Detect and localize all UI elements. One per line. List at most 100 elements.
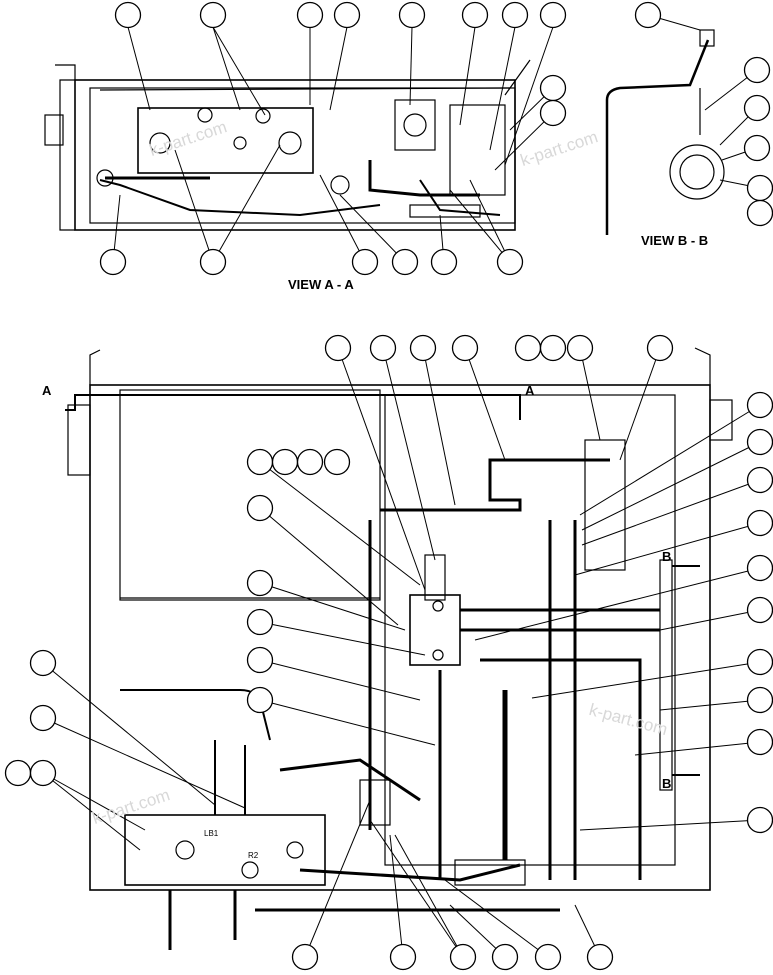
callout-balloon-14 — [391, 248, 419, 276]
leader-line-5 — [329, 26, 348, 111]
main-manifold-port-3 — [286, 841, 304, 859]
leader-line-47 — [42, 662, 216, 806]
main-lower-manifold — [124, 814, 326, 886]
callout-balloon-16 — [496, 248, 524, 276]
section-a-line — [65, 394, 521, 420]
leader-line-48 — [42, 717, 246, 809]
leader-line-51 — [304, 799, 371, 958]
view-a-inner-frame — [89, 87, 516, 224]
callout-balloon-44 — [746, 554, 773, 582]
leader-line-1 — [127, 26, 151, 111]
leader-line-9 — [504, 26, 554, 166]
main-right-panel — [384, 394, 676, 866]
leader-line-56 — [444, 879, 549, 958]
callout-balloon-19 — [743, 94, 771, 122]
leader-line-44 — [659, 699, 761, 711]
leader-line-37 — [579, 404, 761, 516]
callout-balloon-46 — [746, 648, 773, 676]
leader-line-31 — [259, 461, 421, 586]
callout-balloon-28 — [539, 334, 567, 362]
section-a-left-letter: A — [42, 383, 52, 398]
callout-balloon-24 — [369, 334, 397, 362]
leader-line-15 — [319, 174, 366, 263]
view-a-harness — [99, 179, 381, 217]
leader-line-41 — [474, 567, 761, 641]
leader-line-42 — [659, 609, 761, 631]
main-tube-lower — [279, 758, 421, 802]
callout-balloon-27 — [514, 334, 542, 362]
main-valve-port-a — [432, 600, 444, 612]
callout-balloon-1 — [114, 1, 142, 29]
callout-balloon-9 — [539, 74, 567, 102]
leader-line-32 — [259, 507, 399, 626]
leader-line-25 — [337, 347, 426, 591]
view-a-left-fitting — [44, 114, 64, 146]
main-tube-top — [380, 458, 610, 512]
leader-line-36 — [259, 699, 436, 746]
main-left-flange — [67, 404, 91, 476]
callout-balloon-4 — [333, 1, 361, 29]
callout-balloon-18 — [743, 56, 771, 84]
main-back-panel — [119, 389, 381, 601]
callout-balloon-11 — [99, 248, 127, 276]
leader-line-7 — [459, 26, 476, 126]
callout-balloon-3 — [296, 1, 324, 29]
leader-line-16 — [339, 194, 406, 263]
leader-line-39 — [581, 479, 761, 546]
callout-balloon-50 — [29, 649, 57, 677]
section-a-right-letter: A — [525, 383, 535, 398]
callout-balloon-15 — [430, 248, 458, 276]
view-b-gauge-outer — [669, 144, 725, 200]
leader-line-38 — [581, 441, 761, 531]
view-b-connector — [699, 29, 715, 47]
leader-line-26 — [382, 347, 436, 561]
leader-line-50 — [42, 772, 141, 851]
callout-balloon-43 — [746, 509, 773, 537]
view-a-port-1 — [149, 132, 171, 154]
leader-line-19 — [449, 189, 511, 263]
main-manifold-port-1 — [175, 840, 195, 860]
leader-line-29 — [579, 347, 601, 441]
leader-line-8 — [489, 26, 516, 151]
leader-line-13 — [212, 144, 281, 263]
view-a-tube-3 — [419, 179, 501, 216]
leader-line-18 — [469, 179, 511, 263]
callout-balloon-35 — [246, 494, 274, 522]
leader-line-30 — [619, 347, 661, 461]
main-valve-body — [409, 594, 461, 666]
main-housing — [89, 384, 711, 891]
leader-line-45 — [634, 741, 761, 756]
callout-balloon-6 — [461, 1, 489, 29]
section-b-top-letter: B — [662, 549, 672, 564]
leader-line-33 — [259, 582, 406, 631]
callout-balloon-40 — [746, 391, 773, 419]
callout-balloon-52 — [4, 759, 32, 787]
leader-line-49 — [42, 772, 146, 831]
main-manifold-port-2 — [241, 861, 259, 879]
callout-balloon-29 — [566, 334, 594, 362]
leader-line-46 — [579, 819, 761, 831]
callout-balloon-33 — [296, 448, 324, 476]
callout-balloon-38 — [246, 646, 274, 674]
leader-line-14 — [174, 149, 214, 263]
callout-balloon-37 — [246, 608, 274, 636]
leader-line-3 — [212, 26, 266, 116]
leader-line-53 — [394, 834, 464, 958]
callout-balloon-48 — [746, 728, 773, 756]
callout-balloon-36 — [246, 569, 274, 597]
view-a-solenoid-coil — [403, 113, 427, 137]
callout-balloon-17 — [634, 1, 662, 29]
callout-balloon-8 — [539, 1, 567, 29]
main-valve-port-b — [432, 649, 444, 661]
view-b-gauge-inner — [679, 154, 715, 190]
callout-balloon-49 — [746, 806, 773, 834]
callout-balloon-58 — [534, 943, 562, 971]
callout-balloon-39 — [246, 686, 274, 714]
callout-balloon-23 — [324, 334, 352, 362]
callout-balloon-5 — [398, 1, 426, 29]
line-drawing — [44, 29, 733, 950]
view-a-housing — [74, 79, 516, 231]
leader-line-34 — [259, 621, 426, 656]
leader-line-6 — [409, 26, 413, 106]
